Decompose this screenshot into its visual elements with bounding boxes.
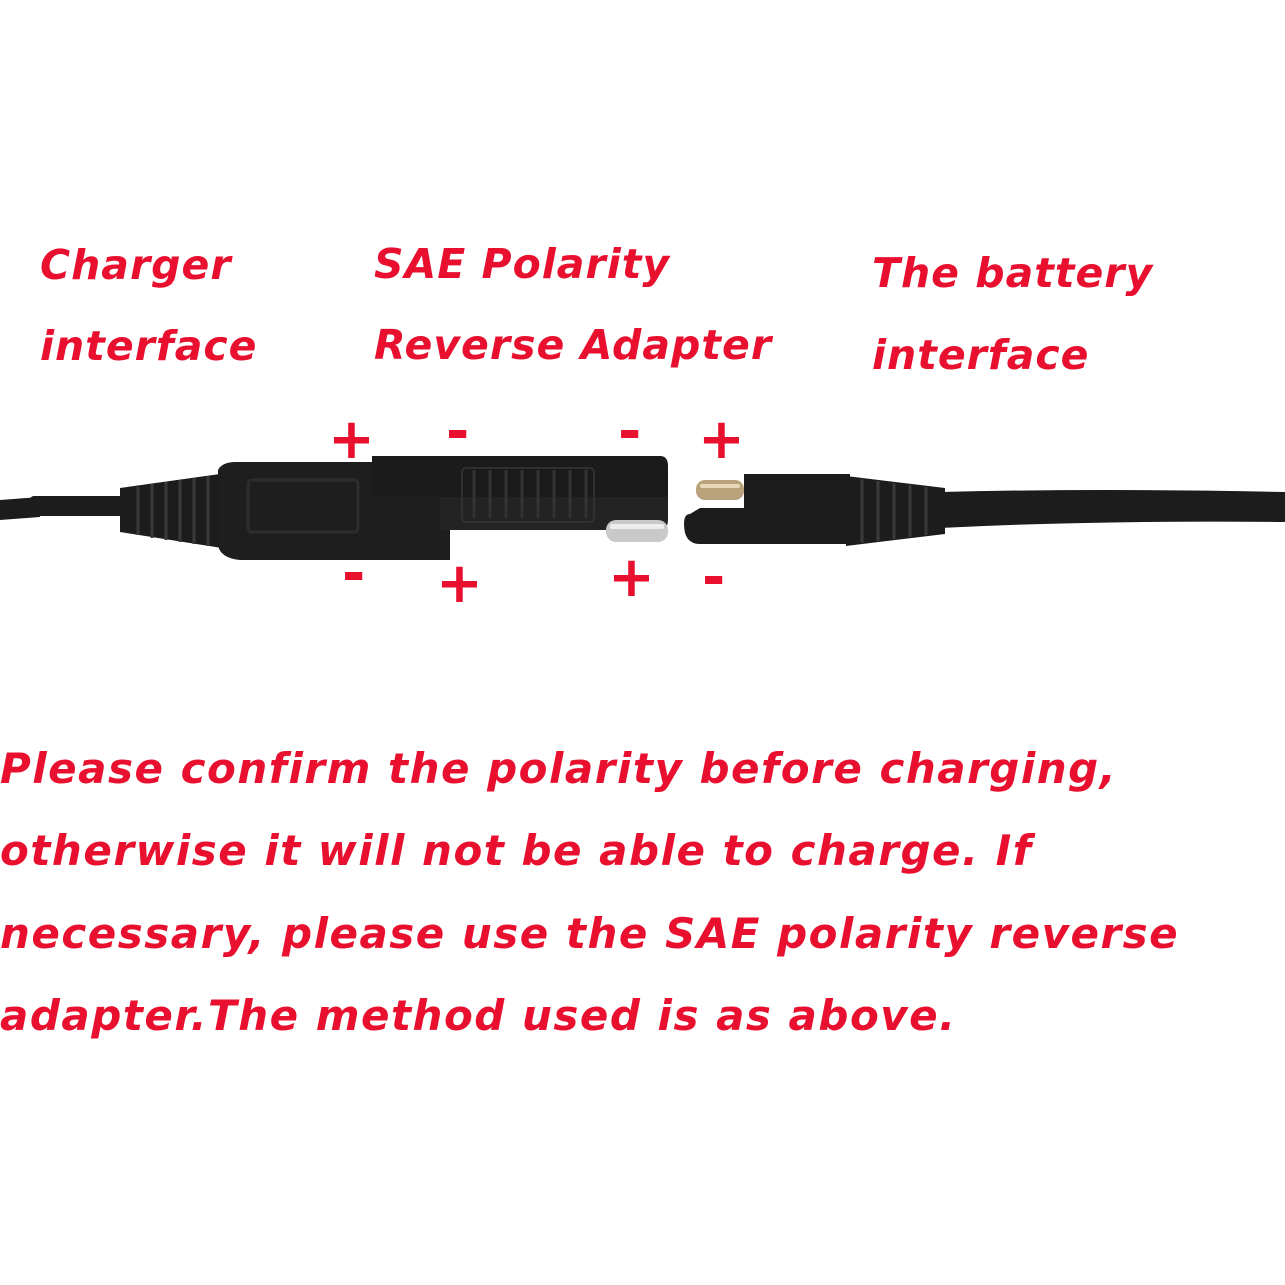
- battery-pin: [696, 480, 744, 500]
- battery-label-line2: interface: [872, 331, 1090, 379]
- sae-connector-illustration: [0, 456, 1285, 560]
- polarity-top-adapter-left: -: [446, 399, 470, 464]
- polarity-top-battery: +: [698, 407, 745, 472]
- charger-label-line2: interface: [40, 322, 258, 370]
- charger-label-line1: Charger: [40, 241, 232, 289]
- note-line-4: adapter.The method used is as above.: [0, 991, 957, 1040]
- adapter-label-line1: SAE Polarity: [374, 240, 671, 288]
- polarity-top-adapter-right: -: [618, 399, 642, 464]
- polarity-bottom-charger: -: [342, 541, 366, 606]
- adapter-grip: [472, 470, 588, 518]
- note-line-2: otherwise it will not be able to charge.…: [0, 826, 1033, 875]
- polarity-bottom-adapter-right: +: [608, 545, 655, 610]
- adapter-pin: [606, 520, 668, 542]
- note-line-1: Please confirm the polarity before charg…: [0, 744, 1118, 793]
- polarity-bottom-battery: -: [702, 545, 726, 610]
- adapter-label-line2: Reverse Adapter: [374, 321, 773, 369]
- battery-label-line1: The battery: [872, 249, 1154, 297]
- battery-cable: [940, 490, 1285, 528]
- charger-strain-relief: [120, 474, 222, 548]
- polarity-bottom-adapter-left: +: [436, 551, 483, 616]
- charger-plug-body: [218, 462, 450, 560]
- polarity-top-charger: +: [328, 407, 375, 472]
- battery-plug-body: [684, 474, 850, 544]
- note-line-3: necessary, please use the SAE polarity r…: [0, 909, 1180, 958]
